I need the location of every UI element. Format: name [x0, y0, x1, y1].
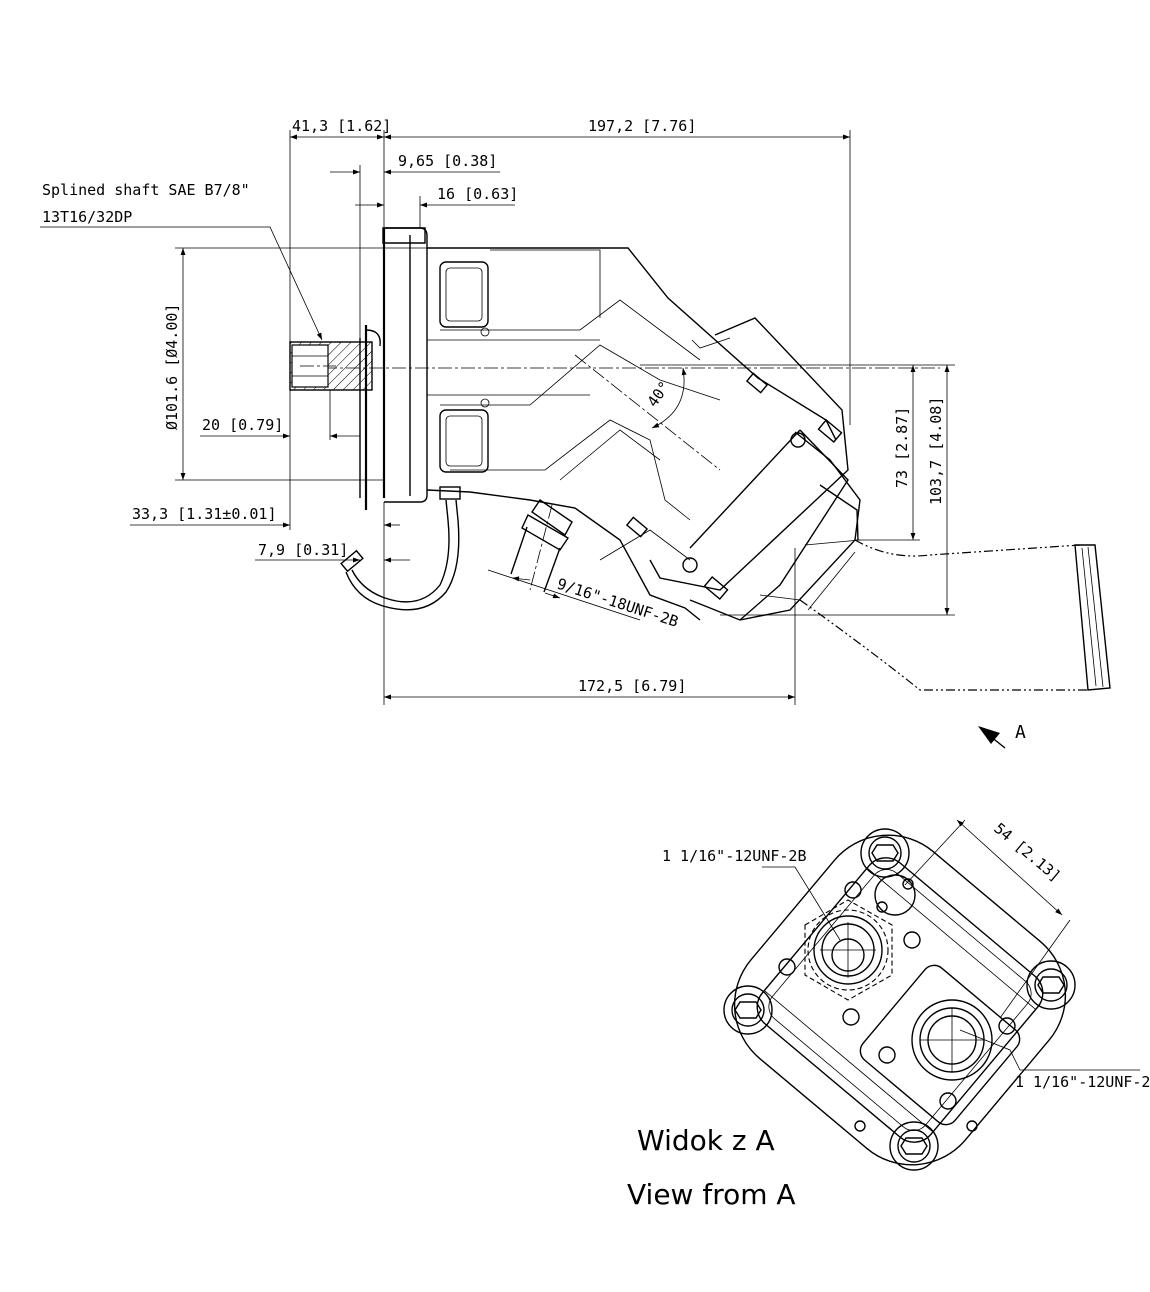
- view-title-pl: Widok z A: [637, 1124, 775, 1157]
- port-drain-label: 9/16"-18UNF-2B: [555, 575, 681, 631]
- upper-port-leader: [762, 866, 841, 941]
- dim-54: 54 [2.13]: [990, 819, 1064, 885]
- view-from-a: 54 [2.13] 1 1/16"-12UNF-2B 1 1/16"-12UNF…: [627, 819, 1150, 1211]
- port-lower-label: 1 1/16"-12UNF-2B: [1015, 1073, 1150, 1091]
- dimension-lines: [40, 130, 955, 705]
- upper-port: [804, 899, 893, 1001]
- splined-shaft: [289, 341, 373, 391]
- dim-41-3: 41,3 [1.62]: [292, 117, 391, 135]
- lower-port: [859, 964, 1021, 1126]
- dim-73: 73 [2.87]: [893, 407, 911, 488]
- dim-101-6: Ø101.6 [Ø4.00]: [163, 304, 181, 430]
- dim-33-3: 33,3 [1.31±0.01]: [132, 505, 277, 523]
- cylinder-head: [574, 317, 861, 621]
- view-title-en: View from A: [627, 1178, 796, 1211]
- view-arrow-a: A: [978, 722, 1026, 749]
- drain-port: [340, 486, 573, 611]
- dim-197-2: 197,2 [7.76]: [588, 117, 696, 135]
- port-upper-label: 1 1/16"-12UNF-2B: [662, 847, 807, 865]
- shaft-label-line1: Splined shaft SAE B7/8": [42, 181, 250, 199]
- mounting-flange: [359, 227, 428, 510]
- side-view: A 41,3 [1.62] 197,2 [7.76] 9,65 [0.38] 1…: [40, 117, 1111, 749]
- lower-port-leader: [959, 1029, 1140, 1071]
- dim-20: 20 [0.79]: [202, 416, 283, 434]
- dim-103-7: 103,7 [4.08]: [927, 397, 945, 505]
- view-arrow-label: A: [1015, 722, 1026, 743]
- dim-7-9: 7,9 [0.31]: [258, 541, 348, 559]
- dim-172-5: 172,5 [6.79]: [578, 677, 686, 695]
- dim-54-lines: [904, 819, 1071, 1019]
- dim-9-65: 9,65 [0.38]: [398, 152, 497, 170]
- small-holes: [778, 874, 1016, 1132]
- corner-bolts: [723, 828, 1076, 1171]
- hose-phantom: [799, 539, 1111, 691]
- angle-40: 40°: [644, 378, 674, 411]
- pump-housing: [426, 247, 837, 621]
- dim-16: 16 [0.63]: [437, 185, 518, 203]
- shaft-label-line2: 13T16/32DP: [42, 208, 132, 226]
